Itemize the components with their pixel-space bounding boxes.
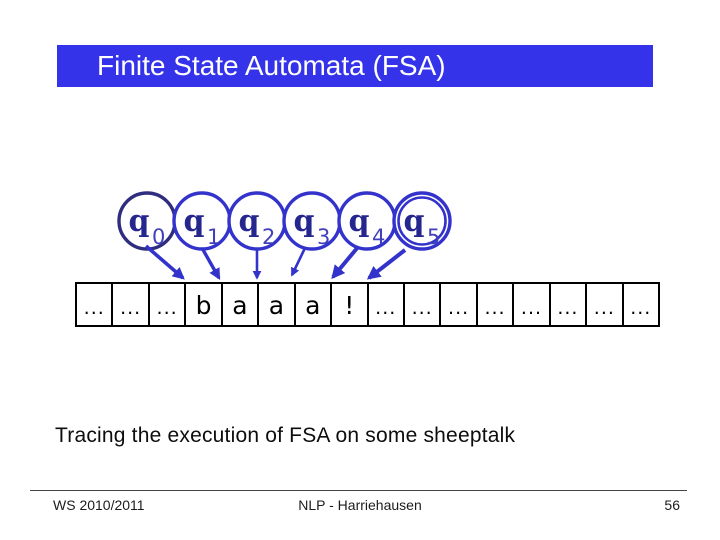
trace-arrow-0 bbox=[144, 244, 185, 280]
tape-cell-13: ... bbox=[551, 284, 588, 325]
tape-cell-3: b bbox=[186, 284, 223, 325]
title-bar: Finite State Automata (FSA) bbox=[57, 45, 653, 87]
svg-text:2: 2 bbox=[262, 225, 275, 249]
svg-text:5: 5 bbox=[427, 225, 440, 249]
svg-text:3: 3 bbox=[317, 225, 330, 249]
footer-divider bbox=[30, 490, 687, 491]
svg-text:q: q bbox=[129, 204, 150, 239]
trace-arrow-3 bbox=[290, 247, 307, 277]
tape-cell-1: ... bbox=[113, 284, 150, 325]
svg-text:4: 4 bbox=[372, 225, 385, 249]
tape-cell-2: ... bbox=[150, 284, 187, 325]
caption-text: Tracing the execution of FSA on some she… bbox=[55, 424, 516, 447]
svg-text:q: q bbox=[184, 204, 205, 239]
tape-cell-4: a bbox=[223, 284, 260, 325]
svg-text:q: q bbox=[294, 204, 315, 239]
tape-cell-5: a bbox=[259, 284, 296, 325]
tape-cell-14: ... bbox=[587, 284, 624, 325]
svg-text:q: q bbox=[404, 204, 425, 239]
svg-text:1: 1 bbox=[207, 225, 220, 249]
svg-text:0: 0 bbox=[152, 225, 165, 249]
footer-semester: WS 2010/2011 bbox=[53, 497, 145, 513]
tape-cell-0: ... bbox=[77, 284, 114, 325]
trace-arrow-4 bbox=[331, 245, 360, 280]
tape-cell-10: ... bbox=[441, 284, 478, 325]
trace-arrow-1 bbox=[200, 247, 221, 281]
tape-cell-8: ... bbox=[369, 284, 405, 325]
tape-cell-15: ... bbox=[630, 297, 652, 319]
tape-cell-6: a bbox=[296, 284, 333, 325]
tape-cell-12: ... bbox=[514, 284, 551, 325]
svg-text:q: q bbox=[239, 204, 260, 239]
footer-course: NLP - Harriehausen bbox=[298, 497, 422, 513]
tape-cell-11: ... bbox=[478, 284, 515, 325]
tape-cell-9: ... bbox=[405, 284, 442, 325]
tape-cell-7: ! bbox=[332, 284, 369, 325]
trace-arrow-5 bbox=[366, 248, 407, 280]
footer-page-number: 56 bbox=[664, 497, 680, 513]
page-title: Finite State Automata (FSA) bbox=[97, 50, 446, 81]
svg-text:q: q bbox=[349, 204, 370, 239]
